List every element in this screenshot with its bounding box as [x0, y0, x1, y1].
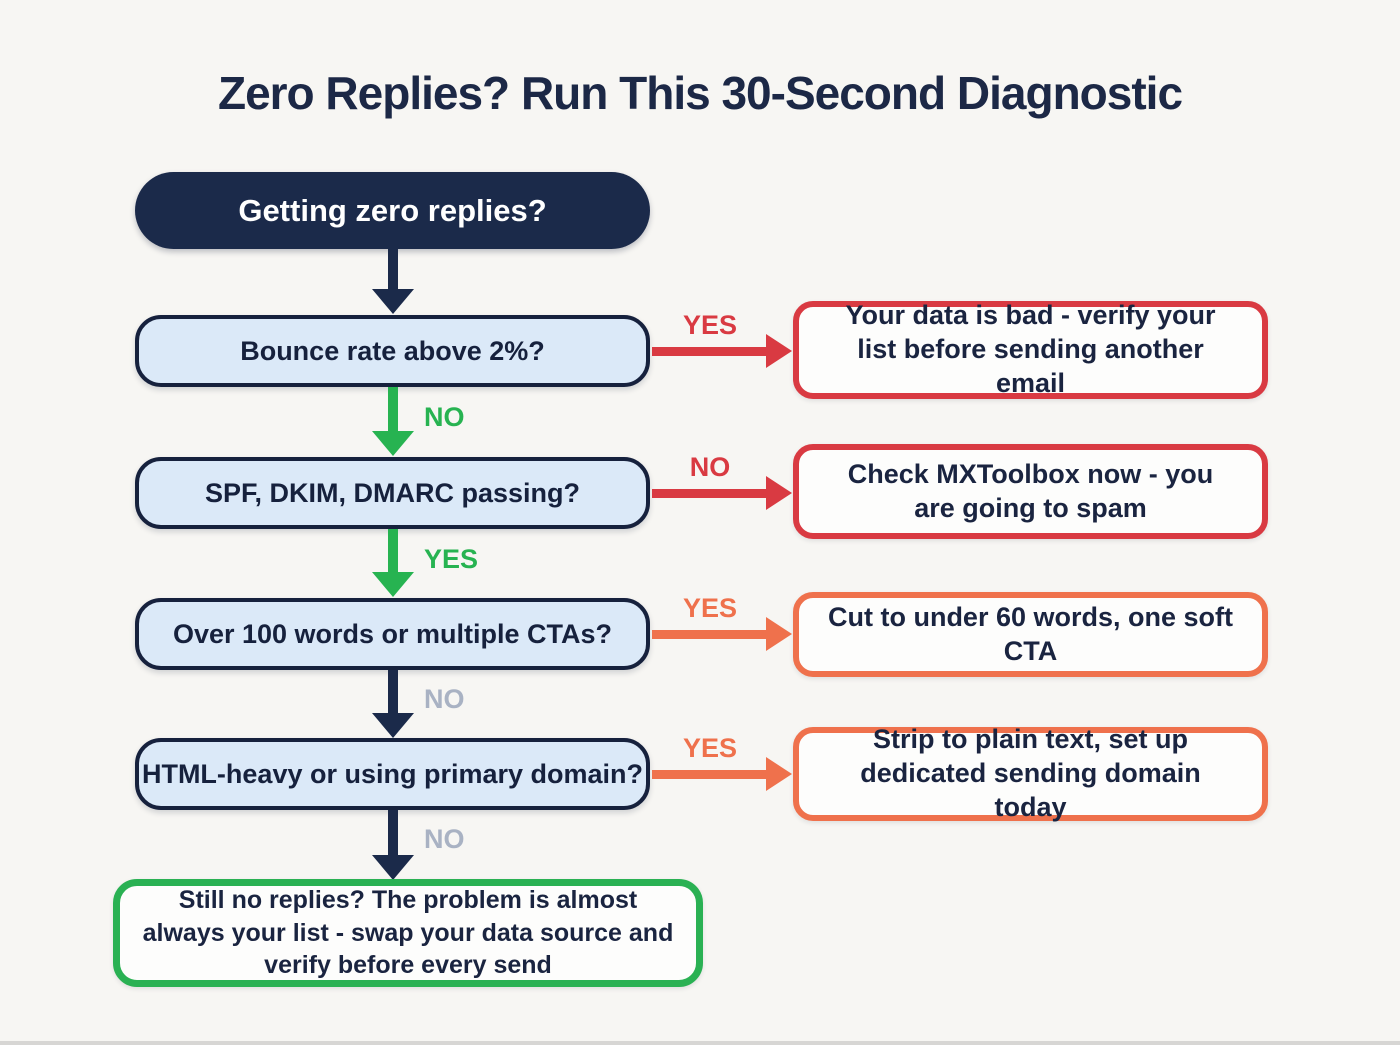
down-arrow-head-icon: [372, 572, 414, 597]
result-label: Your data is bad - verify your list befo…: [845, 300, 1216, 398]
result-node-bad-data: Your data is bad - verify your list befo…: [793, 300, 1268, 399]
branch-arrow-shaft: [652, 770, 768, 779]
down-arrow-shaft: [388, 387, 398, 433]
branch-arrow-head-icon: [766, 617, 792, 651]
down-arrow-shaft: [388, 670, 398, 715]
down-arrow-head-icon: [372, 855, 414, 880]
down-arrow-shaft: [388, 249, 398, 291]
down-arrow-shaft: [388, 810, 398, 857]
question-label: HTML-heavy or using primary domain?: [141, 758, 644, 789]
down-arrow-label: NO: [424, 402, 465, 432]
branch-arrow-head-icon: [766, 476, 792, 510]
branch-arrow-head-icon: [766, 334, 792, 368]
result-node-plain-text: Strip to plain text, set up dedicated se…: [793, 724, 1268, 822]
question-node-html-heavy: HTML-heavy or using primary domain?: [135, 738, 650, 810]
branch-label: YES: [682, 733, 738, 763]
branch-arrow-head-icon: [766, 757, 792, 791]
result-node-mxtoolbox: Check MXToolbox now - you are going to s…: [793, 444, 1268, 539]
branch-label: YES: [682, 310, 738, 340]
down-arrow-shaft: [388, 529, 398, 574]
down-arrow-head-icon: [372, 431, 414, 456]
down-arrow-label: NO: [424, 684, 465, 714]
question-node-bounce-rate: Bounce rate above 2%?: [135, 315, 650, 387]
page-title: Zero Replies? Run This 30-Second Diagnos…: [217, 67, 1183, 119]
question-label: Over 100 words or multiple CTAs?: [172, 618, 613, 649]
result-label: Strip to plain text, set up dedicated se…: [860, 724, 1201, 822]
question-node-spf-dkim-dmarc: SPF, DKIM, DMARC passing?: [135, 457, 650, 529]
branch-label: YES: [682, 593, 738, 623]
start-node: Getting zero replies?: [135, 172, 650, 249]
branch-label: NO: [689, 452, 731, 482]
branch-arrow-shaft: [652, 489, 768, 498]
question-label: Bounce rate above 2%?: [240, 335, 545, 366]
down-arrow-label: YES: [424, 544, 479, 574]
result-label: Cut to under 60 words, one soft CTA: [827, 601, 1233, 666]
question-label: SPF, DKIM, DMARC passing?: [204, 477, 581, 508]
branch-arrow-shaft: [652, 347, 768, 356]
result-node-cut-words: Cut to under 60 words, one soft CTA: [793, 592, 1268, 677]
result-label: Check MXToolbox now - you are going to s…: [847, 458, 1214, 523]
final-label: Still no replies? The problem is almost …: [142, 886, 674, 980]
down-arrow-label: NO: [424, 824, 465, 854]
down-arrow-head-icon: [372, 713, 414, 738]
branch-arrow-shaft: [652, 630, 768, 639]
start-node-label: Getting zero replies?: [238, 192, 547, 228]
down-arrow-head-icon: [372, 289, 414, 314]
final-node-still-no-replies: Still no replies? The problem is almost …: [113, 879, 703, 987]
bottom-edge-divider: [0, 1041, 1400, 1045]
question-node-word-count: Over 100 words or multiple CTAs?: [135, 598, 650, 670]
